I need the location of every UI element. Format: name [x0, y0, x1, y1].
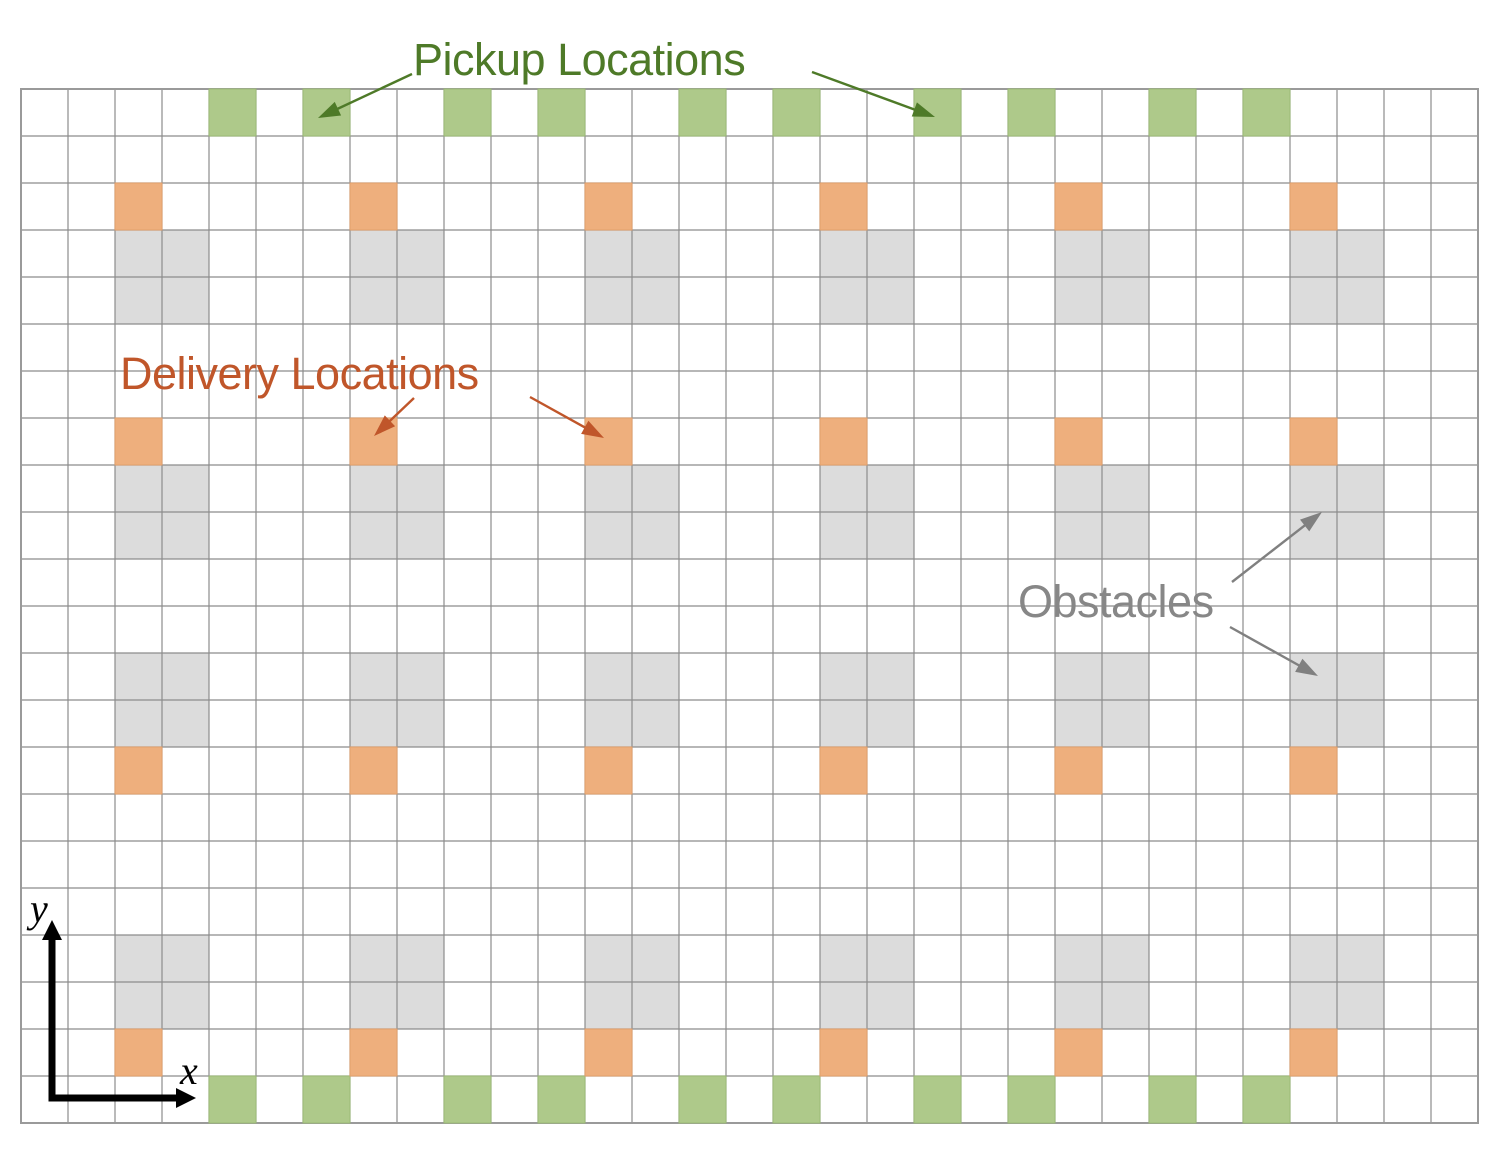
- arrow-head: [374, 415, 396, 436]
- pickup-cell: [678, 1075, 727, 1124]
- pickup-cell: [1007, 1075, 1056, 1124]
- delivery-cell: [584, 746, 633, 795]
- delivery-cell: [1054, 182, 1103, 231]
- delivery-cell: [819, 417, 868, 466]
- pickup-arrow-left: [318, 72, 413, 118]
- pickup-legend-label: Pickup Locations: [413, 34, 746, 85]
- delivery-cell: [114, 182, 163, 231]
- pickup-arrow-right: [811, 70, 935, 117]
- delivery-cell: [819, 182, 868, 231]
- delivery-cell: [584, 182, 633, 231]
- delivery-cell: [1054, 746, 1103, 795]
- delivery-cell: [114, 417, 163, 466]
- delivery-legend-label: Delivery Locations: [120, 348, 479, 399]
- delivery-arrow-right: [529, 395, 604, 438]
- pickup-cell: [772, 88, 821, 137]
- arrow-head: [1295, 658, 1318, 676]
- delivery-cell: [1289, 746, 1338, 795]
- delivery-cell: [1289, 1028, 1338, 1077]
- delivery-arrow-left: [374, 397, 415, 436]
- arrow-shaft: [333, 72, 413, 112]
- pickup-cell: [772, 1075, 821, 1124]
- pickup-cell: [1007, 88, 1056, 137]
- delivery-layer: [114, 182, 1338, 1077]
- pickup-cell: [678, 88, 727, 137]
- pickup-cell: [1242, 88, 1291, 137]
- delivery-cell: [819, 1028, 868, 1077]
- pickup-cell: [537, 1075, 586, 1124]
- x-axis-label: x: [180, 1048, 198, 1093]
- delivery-cell: [584, 1028, 633, 1077]
- arrow-shaft: [386, 397, 415, 425]
- pickup-cell: [537, 88, 586, 137]
- pickup-cell: [1148, 88, 1197, 137]
- grid-border: [20, 88, 1479, 1124]
- x-axis-arrowhead: [176, 1088, 196, 1108]
- pickup-cell: [1148, 1075, 1197, 1124]
- arrow-head: [1300, 512, 1322, 532]
- delivery-cell: [349, 182, 398, 231]
- arrow-shaft: [1231, 522, 1309, 583]
- arrow-shaft: [1229, 625, 1303, 669]
- delivery-cell: [819, 746, 868, 795]
- axes-layer: [42, 920, 196, 1108]
- pickup-layer: [208, 88, 1291, 1124]
- arrow-shaft: [529, 395, 589, 431]
- delivery-cell: [114, 746, 163, 795]
- delivery-cell: [349, 417, 398, 466]
- delivery-cell: [1289, 182, 1338, 231]
- pickup-cell: [208, 88, 257, 137]
- y-axis-label: y: [30, 886, 48, 931]
- arrow-head: [581, 420, 604, 438]
- pickup-cell: [443, 88, 492, 137]
- pickup-cell: [302, 88, 351, 137]
- delivery-cell: [1054, 417, 1103, 466]
- pickup-cell: [443, 1075, 492, 1124]
- annotation-arrows: [318, 70, 1322, 676]
- pickup-cell: [302, 1075, 351, 1124]
- y-axis-arrowhead: [42, 920, 62, 940]
- obstacle-arrow-upper: [1231, 512, 1322, 583]
- obstacle-arrow-lower: [1229, 625, 1318, 676]
- arrow-head: [318, 101, 342, 118]
- delivery-cell: [349, 746, 398, 795]
- delivery-cell: [1054, 1028, 1103, 1077]
- delivery-cell: [1289, 417, 1338, 466]
- obstacles-legend-label: Obstacles: [1018, 576, 1214, 627]
- delivery-cell: [349, 1028, 398, 1077]
- grid-lines: [20, 88, 1479, 1124]
- pickup-cell: [913, 1075, 962, 1124]
- arrow-head: [911, 102, 935, 117]
- delivery-cell: [114, 1028, 163, 1077]
- pickup-cell: [208, 1075, 257, 1124]
- pickup-cell: [1242, 1075, 1291, 1124]
- arrow-shaft: [811, 70, 919, 112]
